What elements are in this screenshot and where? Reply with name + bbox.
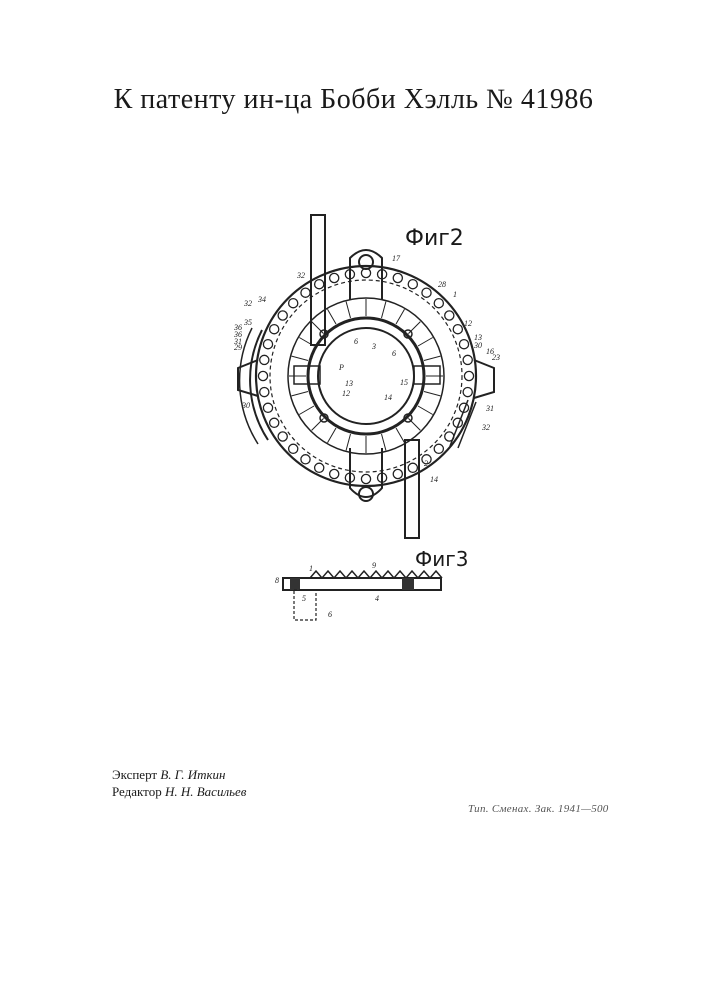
figure-2-callout: 13 [345,379,353,388]
figure-2-callout: 2 [424,459,428,468]
figure-2-callout: 30 [241,401,250,410]
expert-credit: Эксперт В. Г. Иткин [112,767,226,783]
figure-2-callout: 29 [234,343,242,352]
editor-name: Н. Н. Васильев [165,784,247,799]
figure-2-callout: 14 [430,475,438,484]
figure-3-callout: 5 [302,594,306,603]
figure-2-callout: 17 [392,254,401,263]
figure-2-callout: 15 [400,378,408,387]
figure-2-callout: 1 [453,290,457,299]
figure-3-callout: 8 [275,576,279,585]
editor-role: Редактор [112,784,162,799]
figure-2-callout: 35 [243,318,252,327]
figure-2-callout: 28 [438,280,446,289]
expert-name: В. Г. Иткин [160,767,225,782]
figure-2-callout: 32 [296,271,305,280]
figure-2-callout: 12 [464,319,472,328]
figure-3-callout: 1 [309,564,313,573]
figure-3-callout: 6 [328,610,332,619]
figure-2-callout: 14 [384,393,392,402]
print-line: Тип. Сменах. Зак. 1941—500 [468,803,609,815]
figure-2-callout: 32 [481,423,490,432]
figure-2-callout: 6 [354,337,358,346]
figure-2-callout: 12 [342,389,350,398]
figure-2-callout: 30 [473,341,482,350]
figure-2-callout: 3 [371,342,376,351]
figure-3-callout: 4 [375,594,379,603]
figure-2-callout: 23 [492,353,500,362]
figure-2-callout: 31 [485,404,494,413]
figure-2-callout: 6 [392,349,396,358]
figure-2-callout: P [338,363,344,372]
editor-credit: Редактор Н. Н. Васильев [112,784,246,800]
expert-role: Эксперт [112,767,157,782]
figure-3-callout: 9 [372,561,376,570]
figure-2-callout: 32 [243,299,252,308]
figure-2-callout: 34 [257,295,266,304]
